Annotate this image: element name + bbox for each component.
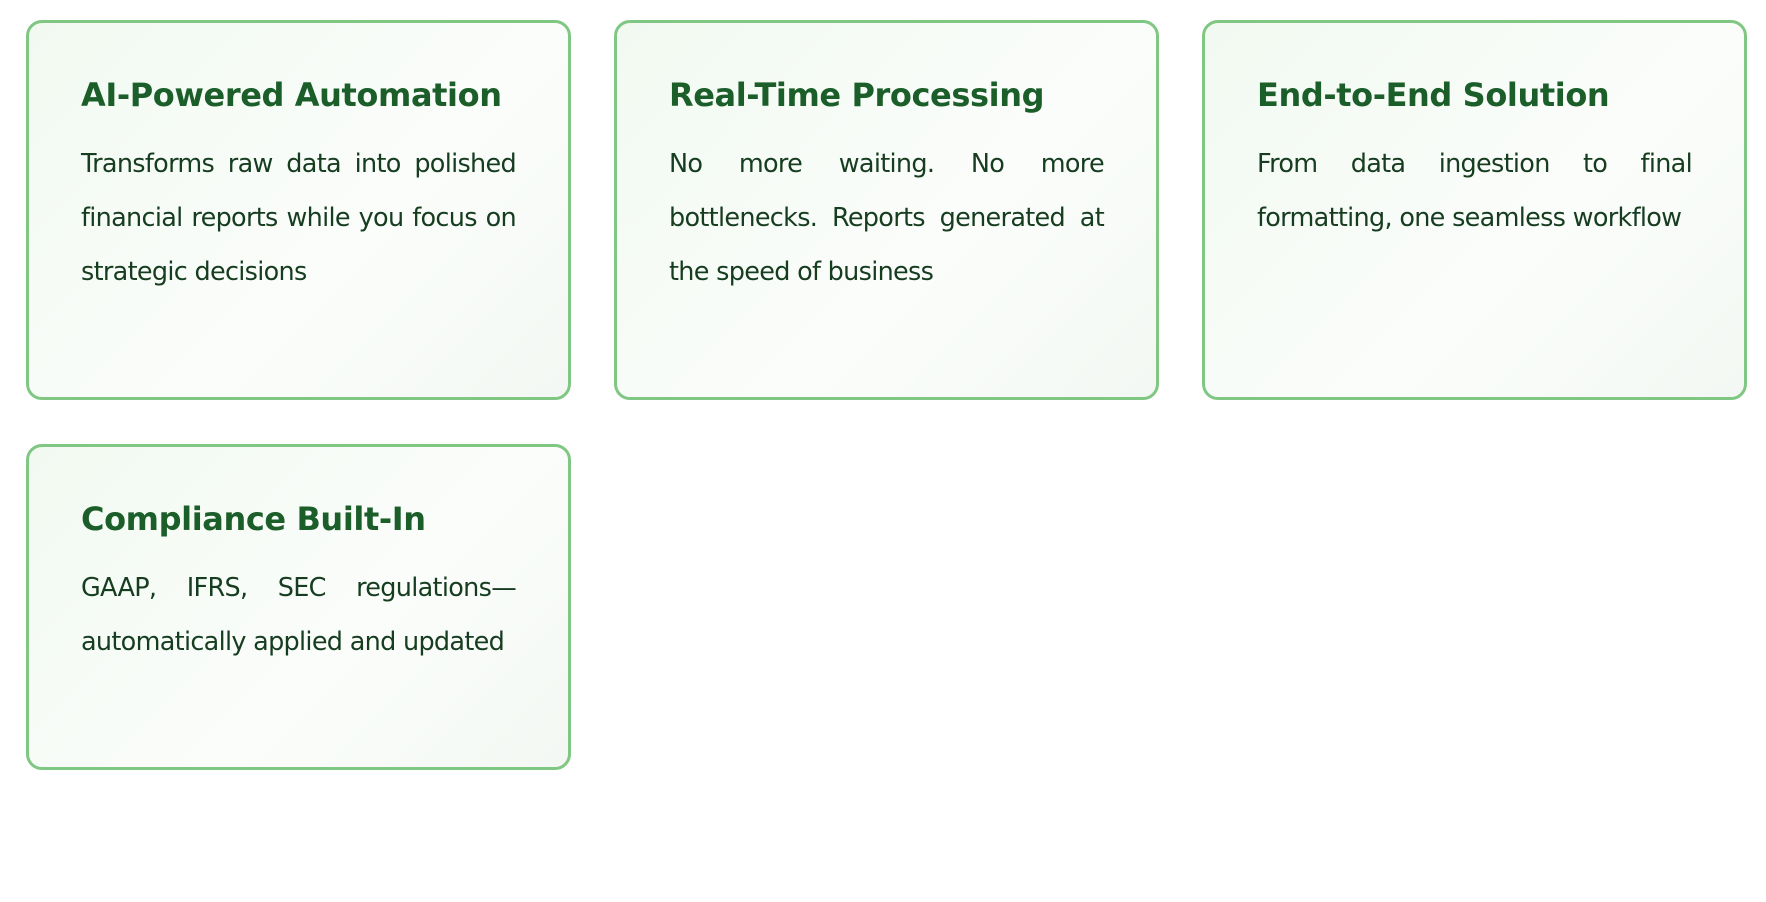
feature-description: Transforms raw data into polished financ… [81, 149, 517, 287]
feature-title: End-to-End Solution [1257, 76, 1610, 114]
feature-title: Real-Time Processing [669, 76, 1045, 114]
feature-description: From data ingestion to final formatting,… [1257, 149, 1693, 233]
feature-grid: AI-Powered Automation Transforms raw dat… [26, 20, 1747, 770]
feature-card-ai-automation: AI-Powered Automation Transforms raw dat… [26, 20, 571, 400]
feature-card-end-to-end: End-to-End Solution From data ingestion … [1202, 20, 1747, 400]
feature-title: AI-Powered Automation [81, 76, 502, 114]
feature-card-compliance: Compliance Built-In GAAP, IFRS, SEC regu… [26, 444, 571, 770]
feature-description: No more waiting. No more bottlenecks. Re… [669, 149, 1105, 287]
feature-title: Compliance Built-In [81, 500, 426, 538]
feature-description: GAAP, IFRS, SEC regulations—automaticall… [81, 573, 517, 657]
feature-card-real-time: Real-Time Processing No more waiting. No… [614, 20, 1159, 400]
